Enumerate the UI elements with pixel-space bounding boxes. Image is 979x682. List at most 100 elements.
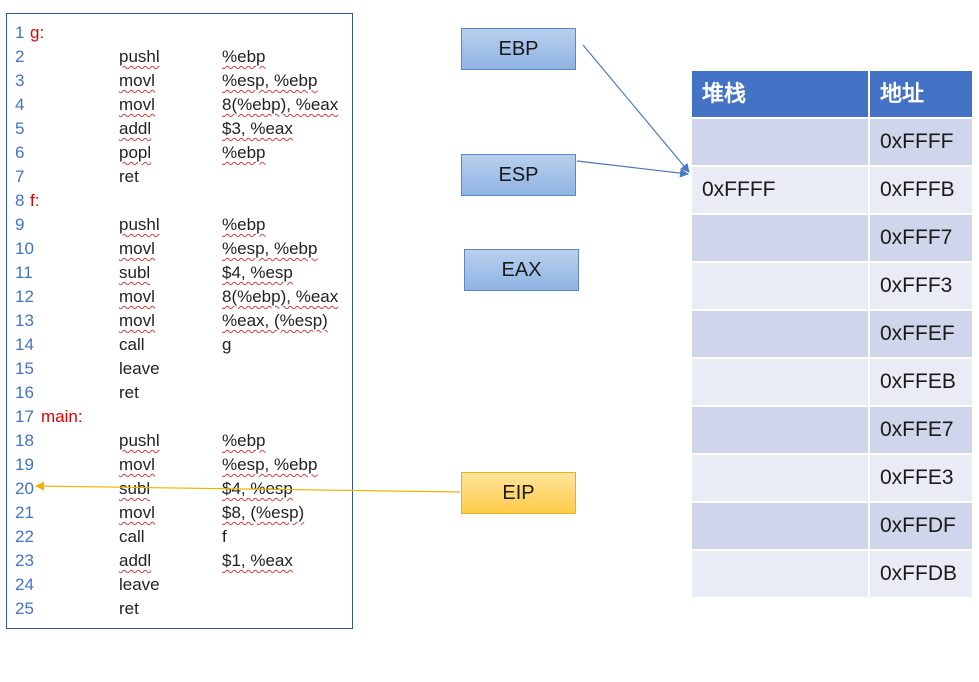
line-number: 7 — [15, 167, 25, 186]
code-line: 20 subl $4, %esp — [7, 477, 352, 501]
code-label: f: — [30, 191, 40, 210]
stack-address-cell: 0xFFDB — [870, 551, 972, 597]
instruction-opcode: movl — [119, 239, 155, 258]
line-number: 6 — [15, 143, 25, 162]
stack-address-cell: 0xFFFB — [870, 167, 972, 213]
instruction-operand: %esp, %ebp — [222, 71, 318, 90]
code-label: main: — [41, 407, 83, 426]
code-line: 17 main: — [7, 405, 352, 429]
instruction-operand: $3, %eax — [222, 119, 293, 138]
line-number: 13 — [15, 311, 34, 330]
eip-arrow — [35, 481, 461, 493]
instruction-opcode: subl — [119, 263, 151, 282]
instruction-opcode: subl — [119, 479, 151, 498]
line-number: 3 — [15, 71, 25, 90]
line-number: 21 — [15, 503, 34, 522]
line-number: 16 — [15, 383, 34, 402]
instruction-operand: %eax, (%esp) — [222, 311, 328, 330]
instruction-opcode: leave — [119, 575, 160, 594]
line-number: 24 — [15, 575, 34, 594]
instruction-operand: 8(%ebp), %eax — [222, 287, 339, 306]
instruction-operand: $4, %esp — [222, 263, 293, 282]
instruction-operand: %esp, %ebp — [222, 455, 318, 474]
instruction-opcode: addl — [119, 551, 152, 570]
code-line: 24 leave — [7, 573, 352, 597]
code-line: 2 pushl %ebp — [7, 45, 352, 69]
instruction-opcode: popl — [119, 143, 152, 162]
instruction-operand: %ebp — [222, 47, 266, 66]
instruction-operand: 8(%ebp), %eax — [222, 95, 339, 114]
instruction-opcode: movl — [119, 95, 155, 114]
code-line: 18 pushl %ebp — [7, 429, 352, 453]
line-number: 9 — [15, 215, 25, 234]
instruction-operand: %esp, %ebp — [222, 239, 318, 258]
code-line: 19 movl %esp, %ebp — [7, 453, 352, 477]
line-number: 11 — [15, 263, 33, 282]
line-number: 10 — [15, 239, 34, 258]
stack-address-cell: 0xFFF7 — [870, 215, 972, 261]
instruction-operand: %ebp — [222, 431, 266, 450]
line-number: 12 — [15, 287, 34, 306]
line-number: 1 — [15, 23, 25, 42]
line-number: 19 — [15, 455, 34, 474]
line-number: 25 — [15, 599, 34, 618]
line-number: 20 — [15, 479, 34, 498]
code-line: 10 movl %esp, %ebp — [7, 237, 352, 261]
stack-value-cell — [692, 551, 868, 597]
stack-address-cell: 0xFFEF — [870, 311, 972, 357]
stack-value-cell — [692, 215, 868, 261]
line-number: 5 — [15, 119, 25, 138]
esp-register-box: ESP — [461, 154, 576, 196]
instruction-opcode: movl — [119, 503, 155, 522]
instruction-operand: $4, %esp — [222, 479, 293, 498]
stack-address-cell: 0xFFE7 — [870, 407, 972, 453]
line-number: 2 — [15, 47, 25, 66]
code-line: 11 subl $4, %esp — [7, 261, 352, 285]
instruction-opcode: movl — [119, 455, 155, 474]
ebp-register-box: EBP — [461, 28, 576, 70]
eip-register-box: EIP — [461, 472, 576, 514]
line-number: 14 — [15, 335, 34, 354]
instruction-opcode: ret — [119, 599, 139, 618]
instruction-opcode: ret — [119, 383, 139, 402]
instruction-opcode: addl — [119, 119, 152, 138]
esp-arrow — [576, 160, 689, 178]
stack-value-cell — [692, 503, 868, 549]
code-line: 5 addl $3, %eax — [7, 117, 352, 141]
line-number: 17 — [15, 407, 34, 426]
stack-value-cell — [692, 455, 868, 501]
stack-value-cell — [692, 263, 868, 309]
instruction-opcode: call — [119, 335, 145, 354]
code-line: 13 movl %eax, (%esp) — [7, 309, 352, 333]
stack-header-value: 堆栈 — [692, 71, 868, 117]
code-line: 8 f: — [7, 189, 352, 213]
instruction-operand: f — [222, 527, 227, 546]
line-number: 23 — [15, 551, 34, 570]
stack-value-cell — [692, 359, 868, 405]
instruction-opcode: movl — [119, 287, 155, 306]
instruction-operand: $8, (%esp) — [222, 503, 305, 522]
line-number: 15 — [15, 359, 34, 378]
code-line: 12 movl 8(%ebp), %eax — [7, 285, 352, 309]
instruction-opcode: pushl — [119, 431, 160, 450]
stack-value-cell — [692, 407, 868, 453]
ebp-arrow — [582, 44, 690, 173]
line-number: 18 — [15, 431, 34, 450]
instruction-opcode: pushl — [119, 47, 160, 66]
stack-value-cell — [692, 311, 868, 357]
eax-register-box: EAX — [464, 249, 579, 291]
stack-value-cell: 0xFFFF — [692, 167, 868, 213]
line-number: 8 — [15, 191, 25, 210]
instruction-opcode: call — [119, 527, 145, 546]
instruction-opcode: movl — [119, 311, 155, 330]
stack-address-cell: 0xFFDF — [870, 503, 972, 549]
instruction-operand: g — [222, 335, 232, 354]
